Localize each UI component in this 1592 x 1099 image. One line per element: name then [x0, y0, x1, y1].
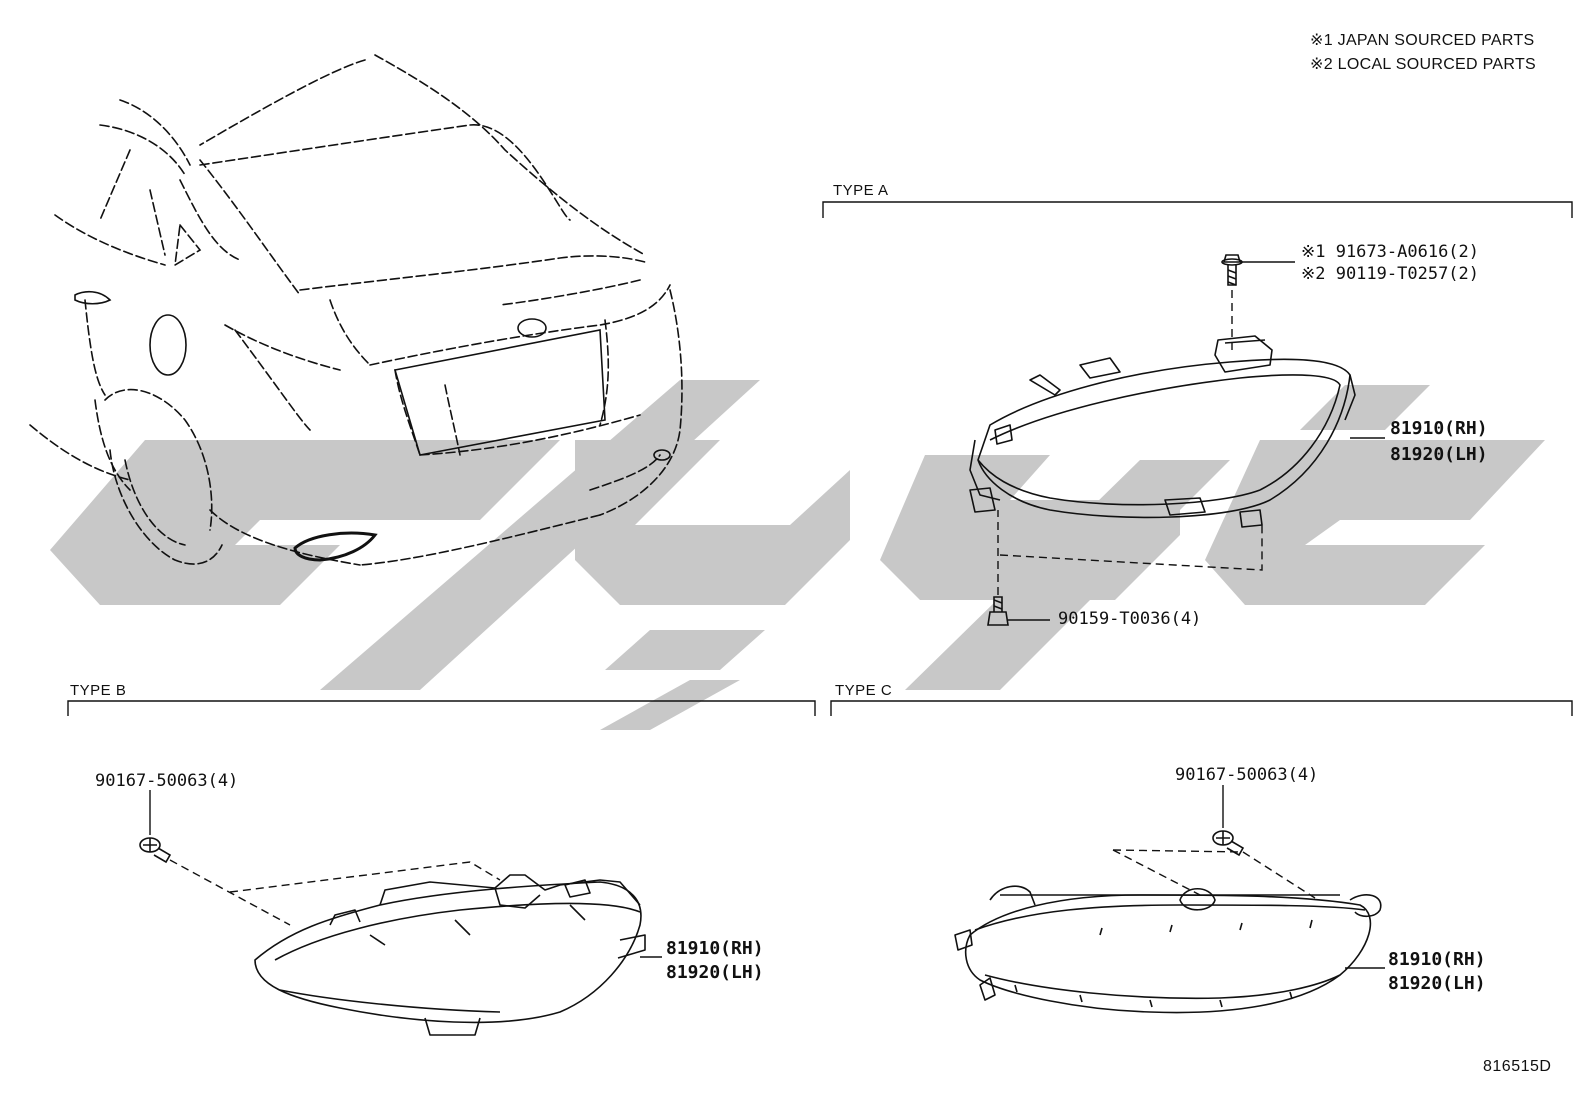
- type-b-bracket: [67, 700, 816, 716]
- illustration-id: 816515D: [1483, 1058, 1552, 1075]
- note-japan-sourced: ※1 JAPAN SOURCED PARTS: [1310, 32, 1535, 49]
- type-a-screw-part-1: ※1 91673-A0616(2): [1301, 242, 1480, 262]
- door-handle: [74, 290, 112, 305]
- type-a-leaders: [997, 261, 1385, 621]
- type-c-screw-part: 90167-50063(4): [1175, 765, 1319, 785]
- type-a-screw-part-2: ※2 90119-T0257(2): [1301, 264, 1480, 284]
- note-local-sourced: ※2 LOCAL SOURCED PARTS: [1310, 56, 1536, 73]
- car-rear-illustration: [29, 54, 683, 566]
- type-a-title: TYPE A: [833, 182, 889, 199]
- fuel-door: [149, 314, 187, 376]
- type-a-lamp-lh: 81920(LH): [1390, 444, 1488, 465]
- type-a-bolt: [987, 596, 1009, 626]
- license-plate-area: [393, 329, 606, 456]
- type-a-bolt-part: 90159-T0036(4): [1058, 609, 1202, 629]
- type-b-screw-part: 90167-50063(4): [95, 771, 239, 791]
- type-c-leaders: [1112, 785, 1385, 969]
- type-b-leaders: [149, 790, 662, 958]
- type-a-lamp-rh: 81910(RH): [1390, 418, 1488, 439]
- rear-reflex-reflector: [653, 449, 671, 461]
- watermark-shape-3: [575, 440, 850, 605]
- type-a-lamp: [969, 335, 1356, 528]
- type-c-lamp-rh: 81910(RH): [1388, 949, 1486, 970]
- watermark-logo: [50, 380, 1545, 730]
- type-c-title: TYPE C: [835, 682, 893, 699]
- watermark-shape-5: [600, 680, 740, 730]
- type-c-bracket: [830, 700, 1573, 716]
- type-b-title: TYPE B: [70, 682, 127, 699]
- type-b-lamp-rh: 81910(RH): [666, 938, 764, 959]
- type-a-screw: [1221, 254, 1243, 286]
- car-fog-lamp-highlight: [293, 531, 378, 562]
- type-c-lamp-lh: 81920(LH): [1388, 973, 1486, 994]
- watermark-shape-1: [50, 440, 560, 605]
- car-solid-details: [74, 290, 671, 461]
- type-b-lamp-lh: 81920(LH): [666, 962, 764, 983]
- watermark-shape-4: [605, 630, 765, 670]
- rear-emblem: [517, 318, 547, 338]
- type-b-lamp: [254, 874, 646, 1036]
- watermark-shape-8: [1205, 440, 1545, 605]
- type-b-screw: [139, 837, 172, 864]
- section-brackets: [67, 201, 1573, 716]
- watermark-shape-9: [1300, 385, 1430, 430]
- type-c-lamp: [954, 885, 1382, 1014]
- type-a-bracket: [822, 201, 1573, 218]
